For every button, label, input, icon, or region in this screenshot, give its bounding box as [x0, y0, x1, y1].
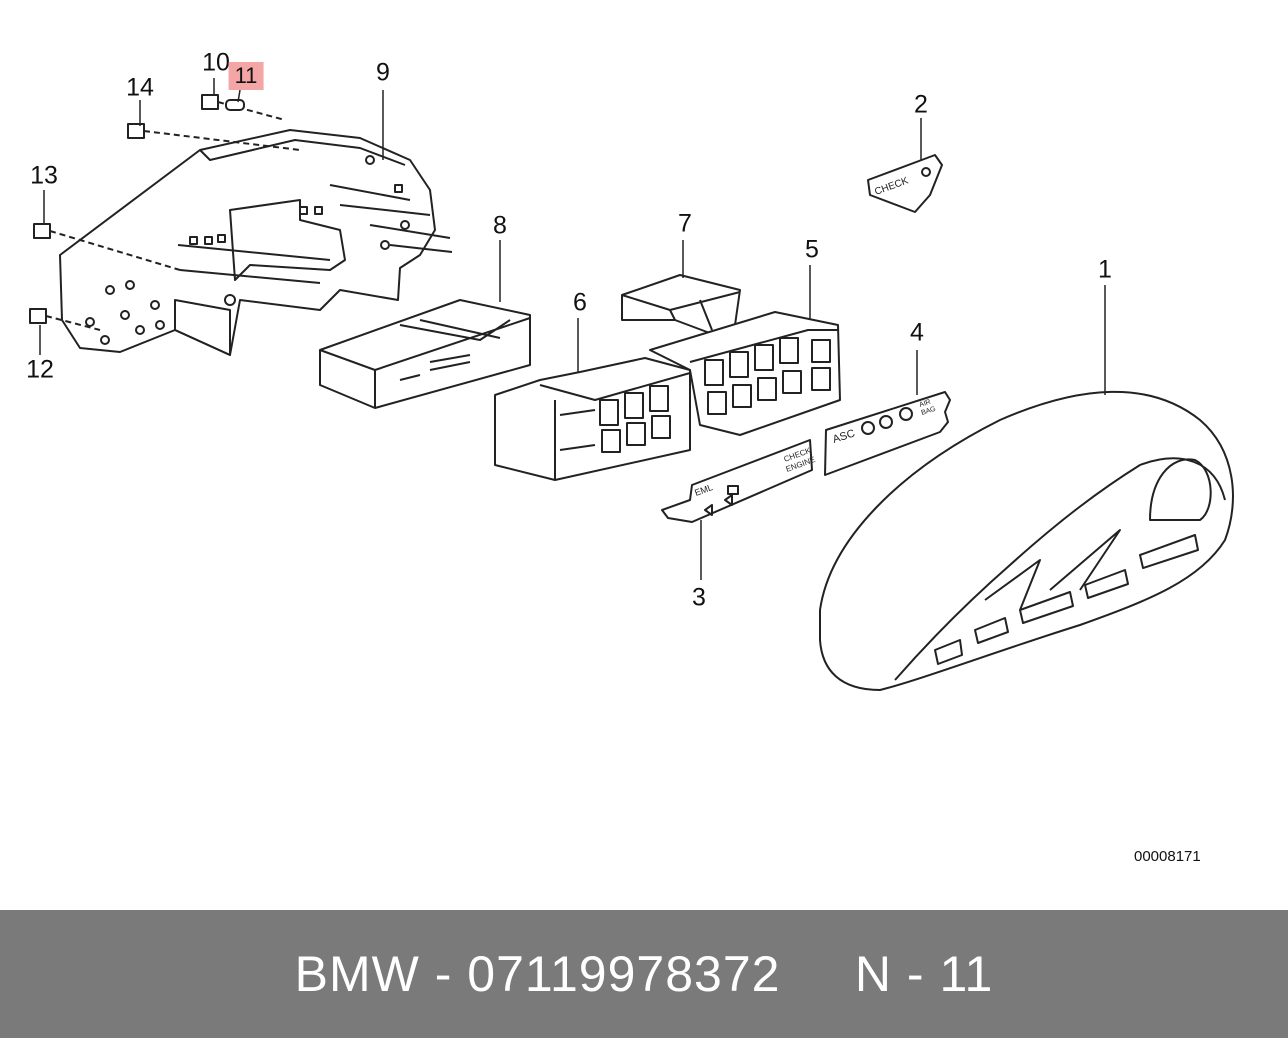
callout-1: 1	[1098, 255, 1112, 284]
screw-14	[127, 123, 301, 151]
part-1-cluster-cover	[819, 390, 1234, 691]
callout-7: 7	[678, 209, 692, 238]
catalog-code: 00008171	[1134, 848, 1201, 865]
fasteners	[29, 94, 301, 331]
pin-11	[225, 99, 245, 111]
part-number-caption: BMW - 07119978372 N - 11	[294, 946, 994, 1002]
part-8-connector	[319, 299, 531, 409]
part-6-connector	[494, 357, 691, 481]
airbag-label-2: BAG	[920, 406, 936, 417]
callout-14: 14	[126, 73, 154, 102]
part-3-symbol-strip: EML CHECK ENGINE	[661, 439, 817, 523]
callout-4: 4	[910, 318, 924, 347]
screw-13	[33, 223, 181, 271]
callout-leaders	[39, 78, 1106, 580]
callout-6: 6	[573, 288, 587, 317]
footer-band: BMW - 07119978372 N - 11	[0, 910, 1288, 1038]
part-9-circuit-board	[59, 129, 453, 356]
part-5-connector	[649, 311, 841, 436]
callout-9: 9	[376, 58, 390, 87]
part-4-symbol-strip: ASC AIR BAG	[824, 391, 951, 476]
part-2-check-plate: CHECK	[867, 154, 943, 213]
callout-8: 8	[493, 211, 507, 240]
callout-11-highlighted: 11	[228, 62, 264, 90]
callout-13: 13	[30, 161, 58, 190]
exploded-parts-diagram: ASC AIR BAG EML CHECK ENGINE CHECK	[29, 78, 1234, 691]
callout-10: 10	[202, 48, 230, 77]
callout-2: 2	[914, 90, 928, 119]
airbag-label-1: AIR	[918, 399, 931, 409]
callout-12: 12	[26, 355, 54, 384]
screw-12	[29, 308, 101, 331]
callout-5: 5	[805, 235, 819, 264]
callout-3: 3	[692, 583, 706, 612]
part-7-connector	[621, 274, 741, 336]
